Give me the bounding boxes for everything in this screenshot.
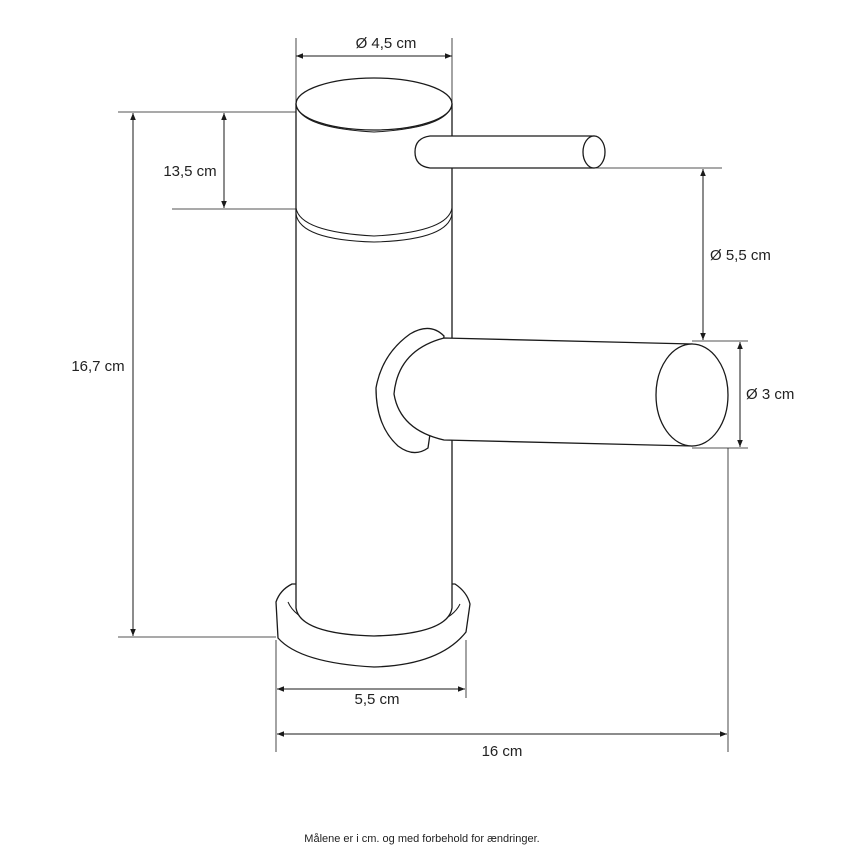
spout-opening [655,343,729,447]
spout [393,337,693,447]
label-total-height: 16,7 cm [71,358,124,375]
faucet-body [295,103,453,637]
label-lever-gap: Ø 5,5 cm [710,247,771,264]
dimension-labels: Ø 4,5 cm 13,5 cm 16,7 cm Ø 5,5 cm Ø 3 cm… [71,35,794,845]
label-top-diameter: Ø 4,5 cm [356,35,417,52]
extension-lines [118,38,748,752]
label-total-width: 16 cm [482,743,523,760]
dimension-lines [130,53,743,737]
footnote: Målene er i cm. og med forbehold for ænd… [304,833,539,845]
label-base-width: 5,5 cm [354,691,399,708]
top-cap-ellipse [295,77,453,131]
lever-handle-end [582,135,606,169]
faucet-outline [275,77,729,668]
cap-ring-lower [295,213,453,243]
lever-handle [414,135,595,169]
top-cap-front [295,103,453,133]
label-cap-height: 13,5 cm [163,163,216,180]
label-spout-diameter: Ø 3 cm [746,386,794,403]
cap-ring [295,207,453,237]
